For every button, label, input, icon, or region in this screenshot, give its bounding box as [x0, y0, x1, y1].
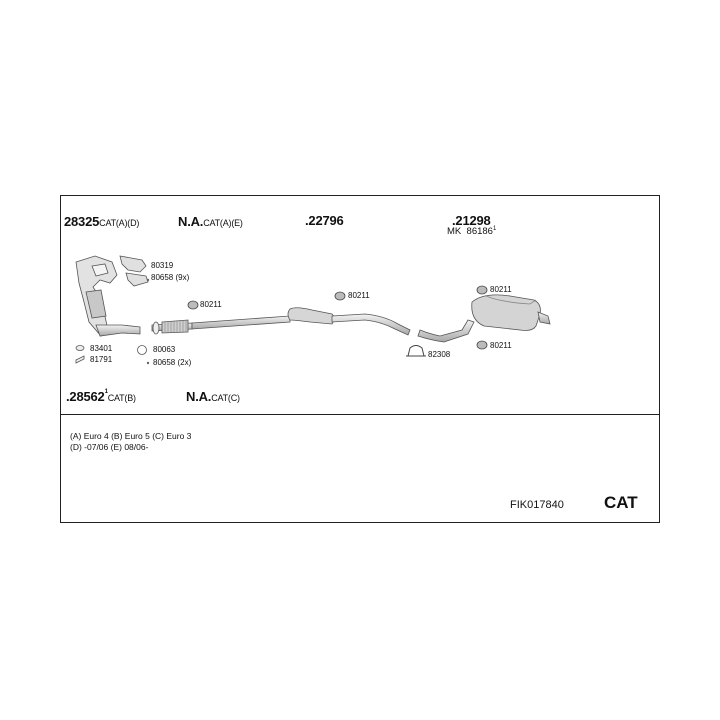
- gasket-ring-icon: [137, 345, 147, 355]
- part-83401-label[interactable]: 83401: [90, 344, 113, 353]
- part-number: 28325: [64, 214, 100, 229]
- manifold-catalyst-part[interactable]: [75, 255, 141, 337]
- part-tag: CAT(A)(D): [99, 218, 140, 228]
- part-number: .21298: [452, 213, 491, 228]
- part-80211-label[interactable]: 80211: [348, 291, 370, 300]
- bolt-icon: [75, 355, 85, 364]
- gasket-icon: [75, 345, 85, 351]
- part-80211-label[interactable]: 80211: [490, 341, 512, 350]
- part-82308-label[interactable]: 82308: [428, 350, 451, 359]
- kit-prefix: MK: [447, 226, 462, 237]
- rubber-hanger-icon: [187, 285, 488, 350]
- small-bolt-icon: [146, 278, 150, 365]
- part-81791-label[interactable]: 81791: [90, 355, 113, 364]
- part-80658-2x-label[interactable]: 80658 (2x): [153, 358, 192, 367]
- kit-number: 86186: [466, 226, 493, 237]
- mounting-kit-label[interactable]: MK 861861: [447, 226, 497, 237]
- part-21298-label[interactable]: .21298: [452, 214, 491, 227]
- notes-line-1: (A) Euro 4 (B) Euro 5 (C) Euro 3: [70, 431, 192, 441]
- part-tag: CAT(C): [211, 393, 240, 403]
- kit-code: FIK017840: [510, 499, 564, 511]
- part-80658-9x-label[interactable]: 80658 (9x): [151, 273, 190, 282]
- manifold-flange-part[interactable]: [119, 255, 149, 287]
- part-80063-label[interactable]: 80063: [153, 345, 176, 354]
- middle-silencer-part[interactable]: [191, 307, 411, 336]
- diagram-frame: [60, 195, 660, 523]
- part-80211-label[interactable]: 80211: [200, 300, 222, 309]
- part-tag: CAT(B): [107, 393, 136, 403]
- part-na-cat-ae-label[interactable]: N.A.CAT(A)(E): [178, 215, 243, 228]
- part-tag: CAT(A)(E): [203, 218, 243, 228]
- part-number: .22796: [305, 213, 344, 228]
- part-80211-label[interactable]: 80211: [490, 285, 512, 294]
- rear-silencer-part[interactable]: [417, 294, 551, 343]
- part-28562-label[interactable]: .285621CAT(B): [66, 389, 136, 404]
- part-80319-label[interactable]: 80319: [151, 261, 174, 270]
- part-number: N.A.: [186, 389, 212, 404]
- kit-type: CAT: [604, 493, 638, 512]
- part-na-cat-c-label[interactable]: N.A.CAT(C): [186, 390, 240, 403]
- notes-divider: [60, 414, 660, 415]
- part-28325-label[interactable]: 28325CAT(A)(D): [64, 215, 139, 228]
- front-pipe-part[interactable]: [151, 319, 193, 335]
- notes-line-2: (D) -07/06 (E) 08/06-: [70, 442, 149, 452]
- pipe-clamp-icon: [406, 345, 426, 357]
- part-number: N.A.: [178, 214, 204, 229]
- part-number: .28562: [66, 389, 105, 404]
- kit-superscript: 1: [492, 226, 497, 232]
- part-22796-label[interactable]: .22796: [305, 214, 344, 227]
- part-superscript: 1: [104, 389, 108, 395]
